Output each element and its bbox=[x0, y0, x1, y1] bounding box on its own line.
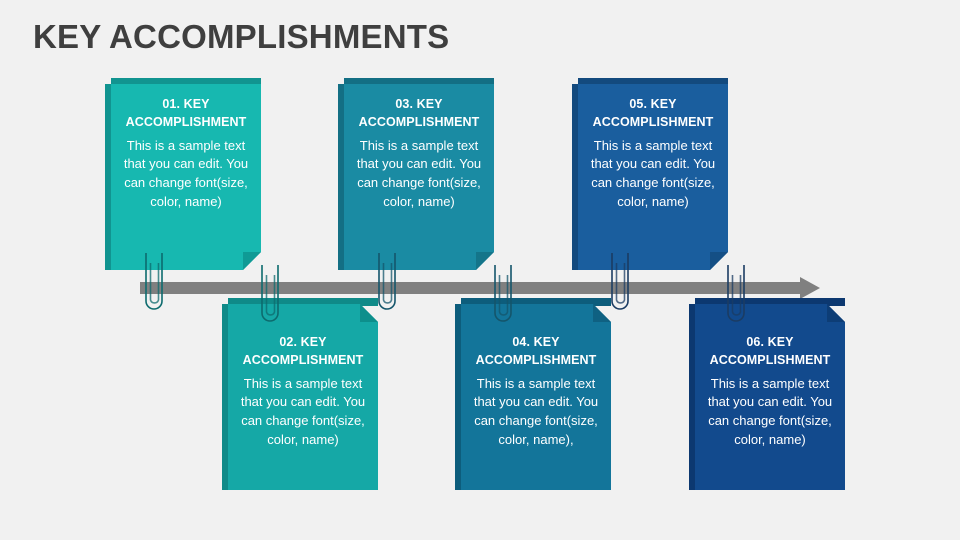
page-title: KEY ACCOMPLISHMENTS bbox=[33, 18, 450, 55]
card-paper-shape bbox=[228, 304, 378, 490]
card-body: 03. KEY ACCOMPLISHMENT This is a sample t… bbox=[344, 84, 494, 270]
card-body: 01. KEY ACCOMPLISHMENT This is a sample t… bbox=[111, 84, 261, 270]
accomplishment-card-5[interactable]: 05. KEY ACCOMPLISHMENT This is a sample t… bbox=[572, 78, 728, 270]
paperclip-icon-6 bbox=[723, 262, 749, 328]
card-heading: 06. KEY ACCOMPLISHMENT bbox=[709, 335, 831, 367]
card-shadow-left bbox=[222, 304, 232, 490]
timeline-arrow bbox=[140, 277, 820, 299]
card-heading: 05. KEY ACCOMPLISHMENT bbox=[592, 97, 714, 129]
paperclip-icon-4 bbox=[490, 262, 516, 328]
paperclip-icon-1 bbox=[141, 250, 167, 316]
paperclip-icon-5 bbox=[607, 250, 633, 316]
card-paper-shape bbox=[344, 84, 494, 270]
card-paper-shape bbox=[461, 304, 611, 490]
card-body: 02. KEY ACCOMPLISHMENT This is a sample t… bbox=[228, 304, 378, 490]
card-text: This is a sample text that you can edit.… bbox=[123, 137, 249, 210]
card-text: This is a sample text that you can edit.… bbox=[473, 375, 599, 448]
card-shadow-left bbox=[689, 304, 699, 490]
card-shadow-top bbox=[461, 298, 611, 306]
accomplishment-card-3[interactable]: 03. KEY ACCOMPLISHMENT This is a sample t… bbox=[338, 78, 494, 270]
card-paper-shape bbox=[111, 84, 261, 270]
card-text: This is a sample text that you can edit.… bbox=[356, 137, 482, 210]
card-heading: 01. KEY ACCOMPLISHMENT bbox=[125, 97, 247, 129]
paperclip-icon-3 bbox=[374, 250, 400, 316]
paperclip-icon-2 bbox=[257, 262, 283, 328]
card-heading: 02. KEY ACCOMPLISHMENT bbox=[242, 335, 364, 367]
card-shadow-left bbox=[338, 84, 348, 270]
card-heading: 04. KEY ACCOMPLISHMENT bbox=[475, 335, 597, 367]
card-text: This is a sample text that you can edit.… bbox=[240, 375, 366, 448]
card-shadow-top bbox=[228, 298, 378, 306]
card-paper-shape bbox=[578, 84, 728, 270]
accomplishment-card-4[interactable]: 04. KEY ACCOMPLISHMENT This is a sample t… bbox=[455, 298, 611, 490]
card-heading: 03. KEY ACCOMPLISHMENT bbox=[358, 97, 480, 129]
card-shadow-top bbox=[111, 78, 261, 86]
accomplishment-card-2[interactable]: 02. KEY ACCOMPLISHMENT This is a sample t… bbox=[222, 298, 378, 490]
card-body: 05. KEY ACCOMPLISHMENT This is a sample t… bbox=[578, 84, 728, 270]
card-paper-shape bbox=[695, 304, 845, 490]
card-text: This is a sample text that you can edit.… bbox=[590, 137, 716, 210]
accomplishment-card-1[interactable]: 01. KEY ACCOMPLISHMENT This is a sample t… bbox=[105, 78, 261, 270]
card-shadow-left bbox=[105, 84, 115, 270]
card-shadow-top bbox=[344, 78, 494, 86]
card-shadow-top bbox=[695, 298, 845, 306]
accomplishment-card-6[interactable]: 06. KEY ACCOMPLISHMENT This is a sample t… bbox=[689, 298, 845, 490]
card-shadow-left bbox=[572, 84, 582, 270]
card-shadow-left bbox=[455, 304, 465, 490]
card-body: 04. KEY ACCOMPLISHMENT This is a sample t… bbox=[461, 304, 611, 490]
card-text: This is a sample text that you can edit.… bbox=[707, 375, 833, 448]
card-body: 06. KEY ACCOMPLISHMENT This is a sample t… bbox=[695, 304, 845, 490]
card-shadow-top bbox=[578, 78, 728, 86]
